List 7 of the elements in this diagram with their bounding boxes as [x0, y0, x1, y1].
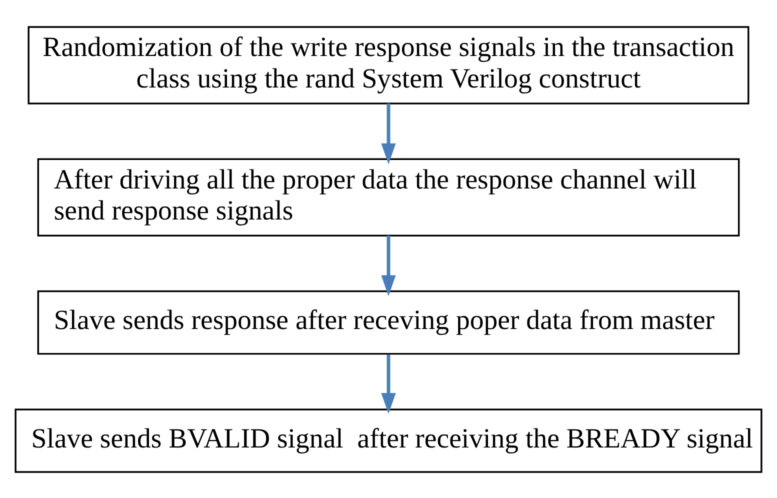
arrow	[381, 235, 396, 296]
arrow	[381, 354, 396, 414]
node-box: Slave sends response after receving poper data from master	[37, 290, 740, 354]
arrow	[381, 102, 396, 164]
node-box: Randomization of the write response signals in the transaction class using the rand System Verilog construct	[28, 26, 750, 104]
node-box: Slave sends BVALID signal after receiving the BREADY signal	[14, 408, 762, 472]
node-box: After driving all the proper data the response channel will send response signals	[37, 158, 740, 236]
